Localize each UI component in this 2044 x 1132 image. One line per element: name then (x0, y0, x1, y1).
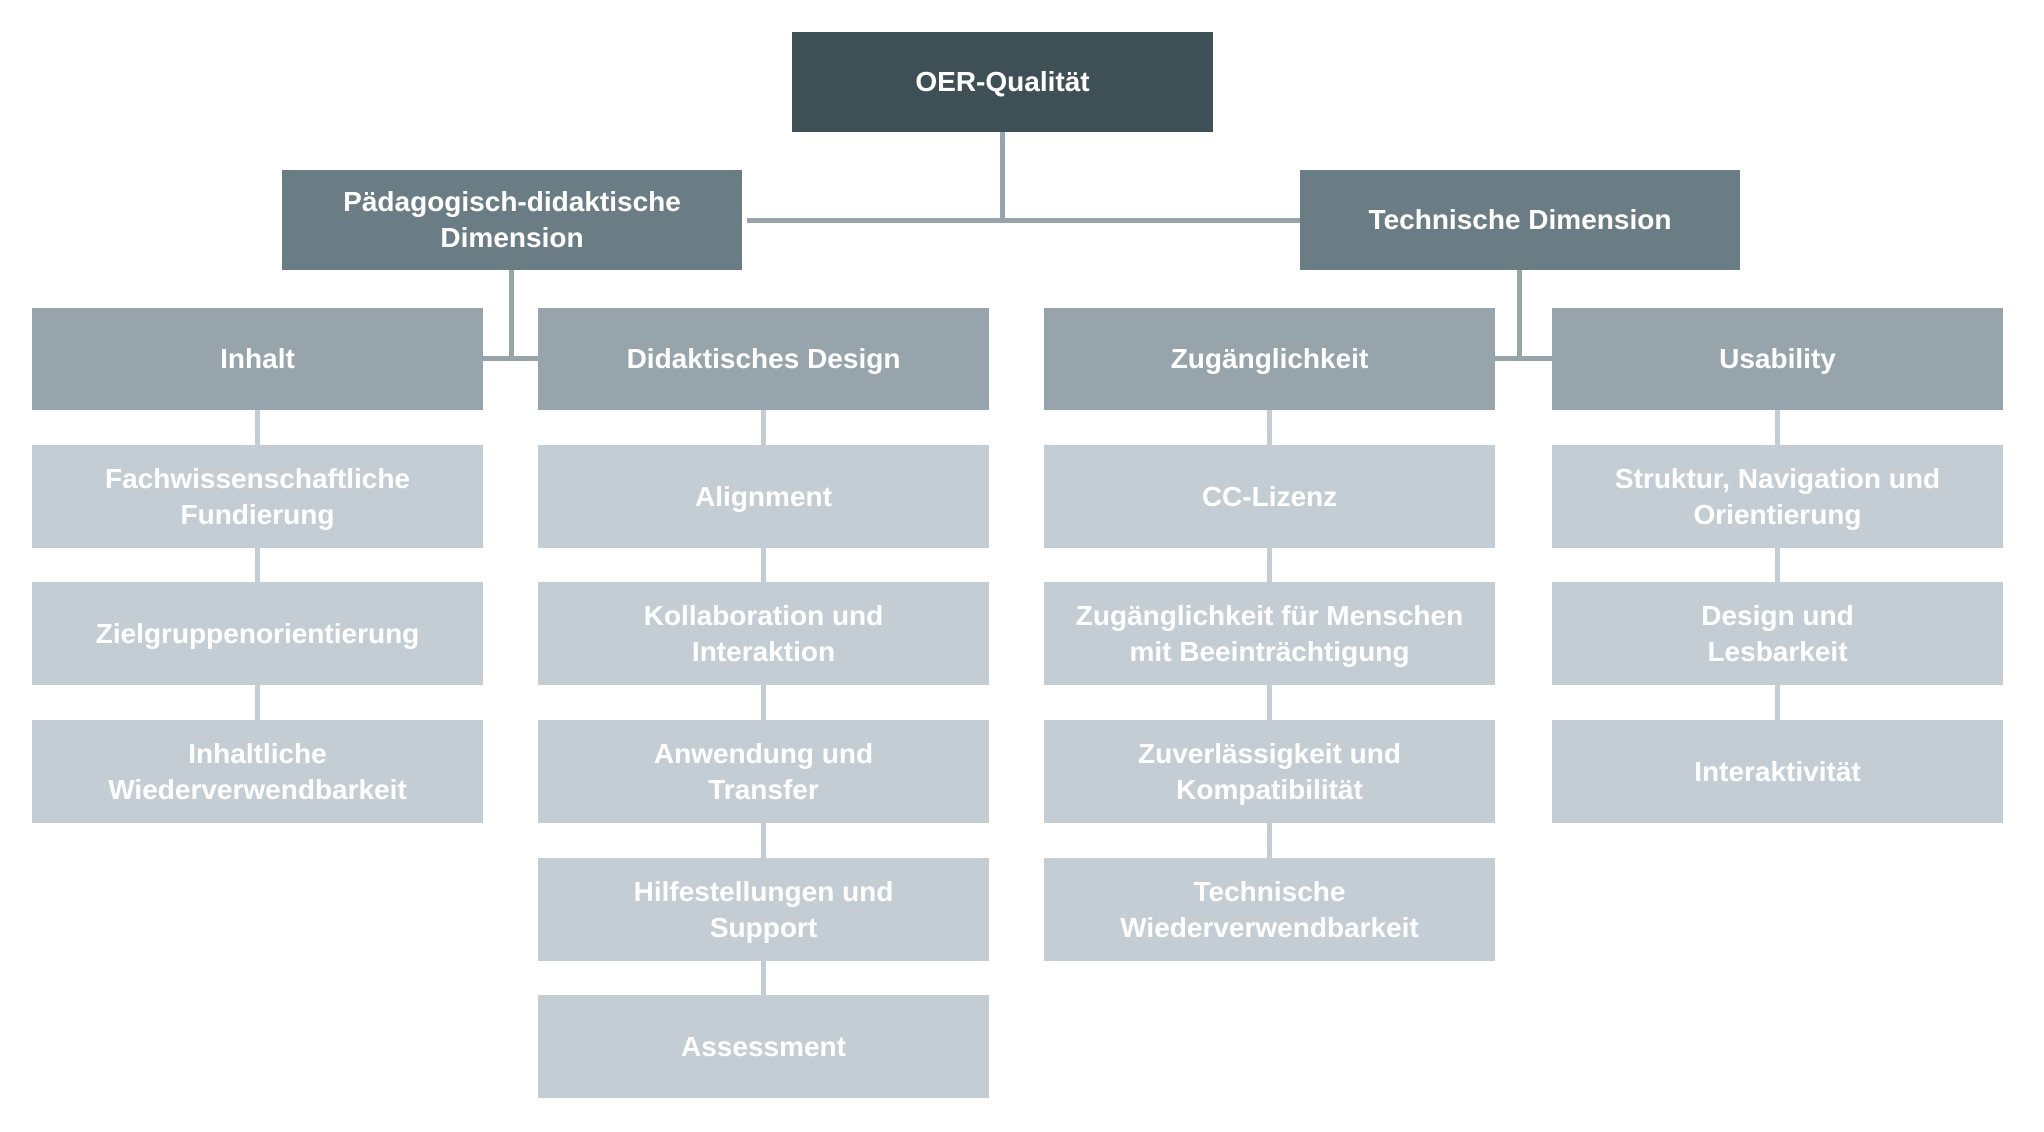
connector-col4-1 (1775, 410, 1780, 445)
node-label: Zielgruppenorientierung (95, 617, 420, 649)
connector-col2-3 (761, 685, 766, 720)
node-usability: Usability (1552, 308, 2003, 410)
connector-dim2-horizontal (1495, 356, 1552, 361)
connector-col4-2 (1775, 548, 1780, 582)
connector-dim1-vertical (509, 270, 514, 361)
node-technische-dimension: Technische Dimension (1300, 170, 1740, 270)
node-label: OER-Qualität (915, 66, 1090, 97)
node-anwendung-und-transfer: Anwendung und Transfer (538, 720, 989, 823)
node-label: Kompatibilität (1176, 773, 1363, 805)
connector-col2-4 (761, 823, 766, 858)
node-label: Didaktisches Design (626, 343, 901, 374)
node-label: Kollaboration und (643, 599, 884, 631)
node-label: CC-Lizenz (1201, 480, 1338, 512)
node-label: mit Beeinträchtigung (1129, 635, 1410, 667)
node-label: Anwendung und (653, 737, 874, 769)
node-label: Assessment (681, 1030, 846, 1062)
node-zugaenglichkeit: Zugänglichkeit (1044, 308, 1495, 410)
node-label: Interaktivität (1694, 755, 1861, 787)
node-hilfestellungen-und-support: Hilfestellungen und Support (538, 858, 989, 961)
node-cc-lizenz: CC-Lizenz (1044, 445, 1495, 548)
node-design-und-lesbarkeit: Design und Lesbarkeit (1552, 582, 2003, 685)
connector-col4-3 (1775, 685, 1780, 720)
node-label: Fachwissenschaftliche (104, 462, 410, 494)
node-kollaboration-und-interaktion: Kollaboration und Interaktion (538, 582, 989, 685)
node-label: Alignment (695, 480, 832, 512)
node-oer-qualitaet: OER-Qualität (792, 32, 1213, 132)
node-label: Technische Dimension (1368, 204, 1672, 235)
node-inhaltliche-wiederverwendbarkeit: Inhaltliche Wiederverwendbarkeit (32, 720, 483, 823)
connector-col3-4 (1267, 823, 1272, 858)
node-zuverlaessigkeit-und-kompatibilitaet: Zuverlässigkeit und Kompatibilität (1044, 720, 1495, 823)
connector-col1-2 (255, 548, 260, 582)
node-assessment: Assessment (538, 995, 989, 1098)
connector-root-vertical (1000, 132, 1005, 223)
node-label: Technische (1193, 875, 1346, 907)
connector-dim2-vertical (1517, 270, 1522, 361)
connector-col3-1 (1267, 410, 1272, 445)
node-label: Fundierung (180, 498, 335, 530)
node-label: Zugänglichkeit (1170, 343, 1369, 374)
connector-col3-2 (1267, 548, 1272, 582)
node-label: Pädagogisch-didaktische (343, 186, 681, 217)
node-label: Wiederverwendbarkeit (1120, 911, 1419, 943)
connector-col1-1 (255, 410, 260, 445)
node-alignment: Alignment (538, 445, 989, 548)
node-label: Wiederverwendbarkeit (108, 773, 407, 805)
node-paedagogisch-didaktische-dimension: Pädagogisch-didaktische Dimension (282, 170, 742, 270)
node-inhalt: Inhalt (32, 308, 483, 410)
node-label: Inhaltliche (188, 737, 327, 769)
node-label: Hilfestellungen und (633, 875, 894, 907)
node-label: Usability (1719, 343, 1836, 374)
node-technische-wiederverwendbarkeit: Technische Wiederverwendbarkeit (1044, 858, 1495, 961)
connector-col3-3 (1267, 685, 1272, 720)
node-zugaenglichkeit-fuer-menschen-mit-beeintraechtigung: Zugänglichkeit für Menschen mit Beeinträ… (1044, 582, 1495, 685)
node-label: Support (709, 911, 818, 943)
node-label: Orientierung (1693, 498, 1862, 530)
node-struktur-navigation-und-orientierung: Struktur, Navigation und Orientierung (1552, 445, 2003, 548)
node-label: Dimension (440, 222, 584, 253)
node-label: Struktur, Navigation und (1614, 462, 1941, 494)
node-interaktivitaet: Interaktivität (1552, 720, 2003, 823)
node-didaktisches-design: Didaktisches Design (538, 308, 989, 410)
connector-col2-1 (761, 410, 766, 445)
node-fachwissenschaftliche-fundierung: Fachwissenschaftliche Fundierung (32, 445, 483, 548)
node-label: Zugänglichkeit für Menschen (1075, 599, 1464, 631)
connector-col2-5 (761, 961, 766, 995)
node-label: Lesbarkeit (1707, 635, 1848, 667)
node-label: Interaktion (691, 635, 836, 667)
node-label: Transfer (708, 773, 819, 805)
node-zielgruppenorientierung: Zielgruppenorientierung (32, 582, 483, 685)
connector-col1-3 (255, 685, 260, 720)
connector-dim1-horizontal (483, 356, 538, 361)
node-label: Design und (1701, 599, 1854, 631)
connector-root-horizontal (747, 218, 1300, 223)
connector-col2-2 (761, 548, 766, 582)
node-label: Inhalt (220, 343, 295, 374)
node-label: Zuverlässigkeit und (1138, 737, 1401, 769)
